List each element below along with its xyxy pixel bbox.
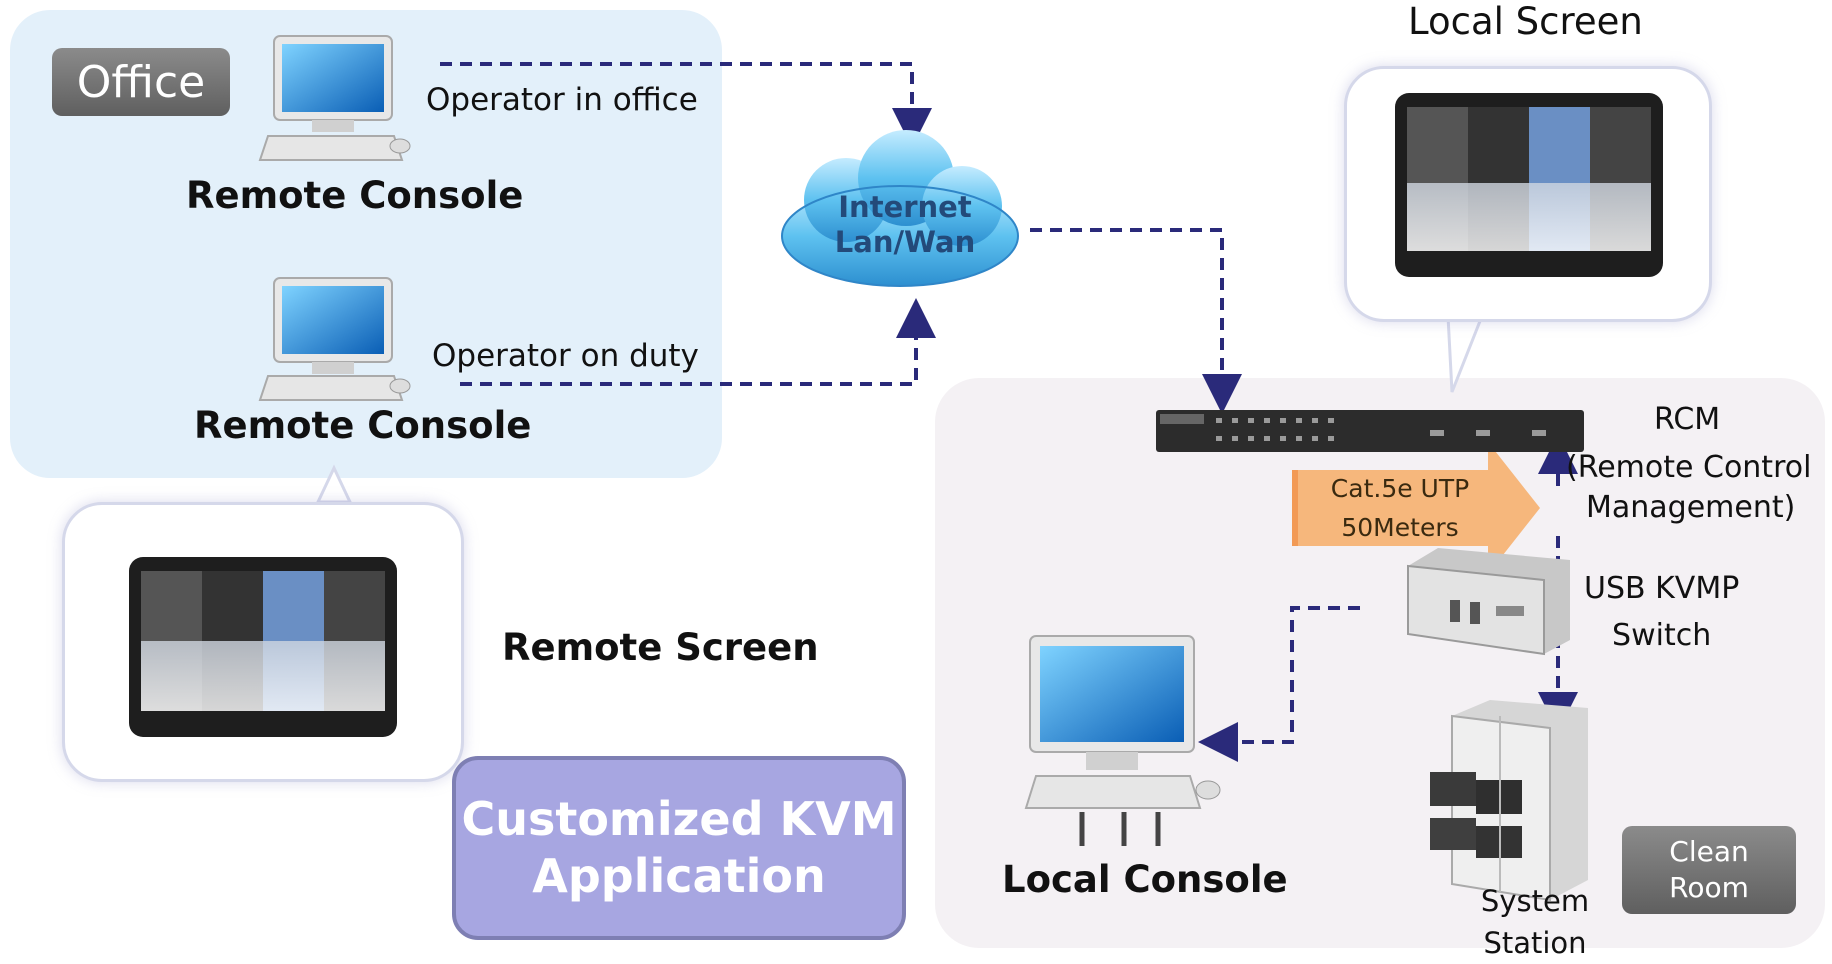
- clean-room-line-2: Room: [1669, 871, 1749, 904]
- remote-screen-monitor-icon: [129, 557, 397, 737]
- office-badge: Office: [52, 48, 230, 116]
- clean-room-line-1: Clean: [1669, 834, 1749, 868]
- cloud-line-2: Lan/Wan: [834, 224, 976, 259]
- operator-on-duty-label: Operator on duty: [432, 338, 699, 374]
- system-station-icon: [1430, 700, 1588, 902]
- internet-cloud-label: Internet Lan/Wan: [820, 190, 990, 260]
- cloud-line-1: Internet: [838, 190, 972, 224]
- kvmp-switch-label: USB KVMP Switch: [1584, 566, 1739, 659]
- system-station-label: System Station: [1470, 880, 1600, 964]
- cable-line-1: Cat.5e UTP: [1330, 474, 1470, 503]
- kvm-app-line-2: Application: [532, 849, 826, 903]
- rcm-line-1: (Remote Control: [1566, 450, 1812, 485]
- rcm-title: RCM: [1654, 402, 1721, 437]
- local-console-icon: [1024, 635, 1221, 846]
- customized-kvm-application-box: Customized KVM Application: [452, 756, 906, 940]
- clean-room-badge: Clean Room: [1622, 826, 1796, 914]
- cable-label: Cat.5e UTP 50Meters: [1300, 470, 1500, 548]
- local-console-label: Local Console: [1002, 858, 1288, 901]
- local-screen-monitor-icon: [1395, 93, 1663, 277]
- remote-screen-label: Remote Screen: [502, 626, 819, 669]
- remote-console-2-label: Remote Console: [194, 404, 532, 447]
- remote-bubble-tail: [315, 464, 353, 504]
- system-line-1: System: [1480, 884, 1590, 918]
- switch-line-2: Switch: [1612, 617, 1712, 653]
- cable-line-2: 50Meters: [1341, 512, 1459, 542]
- operator-in-office-label: Operator in office: [426, 82, 698, 118]
- internet-cloud-icon: [781, 130, 1019, 287]
- switch-line-1: USB KVMP: [1584, 571, 1740, 606]
- local-bubble-tail: [1446, 314, 1485, 393]
- kvm-app-line-1: Customized KVM: [461, 791, 897, 846]
- local-screen-bubble: [1344, 66, 1712, 322]
- local-screen-label: Local Screen: [1408, 0, 1643, 43]
- cable-arrow-icon: [1292, 442, 1540, 574]
- remote-console-1-label: Remote Console: [186, 174, 524, 217]
- remote-console-2-icon: [258, 277, 411, 401]
- rcm-line-2: Management): [1586, 490, 1796, 525]
- system-line-2: Station: [1483, 926, 1587, 961]
- remote-console-1-icon: [258, 35, 411, 161]
- kvmp-switch-icon: [1407, 548, 1570, 656]
- rcm-device-icon: [1156, 410, 1584, 452]
- remote-screen-bubble: [62, 502, 464, 782]
